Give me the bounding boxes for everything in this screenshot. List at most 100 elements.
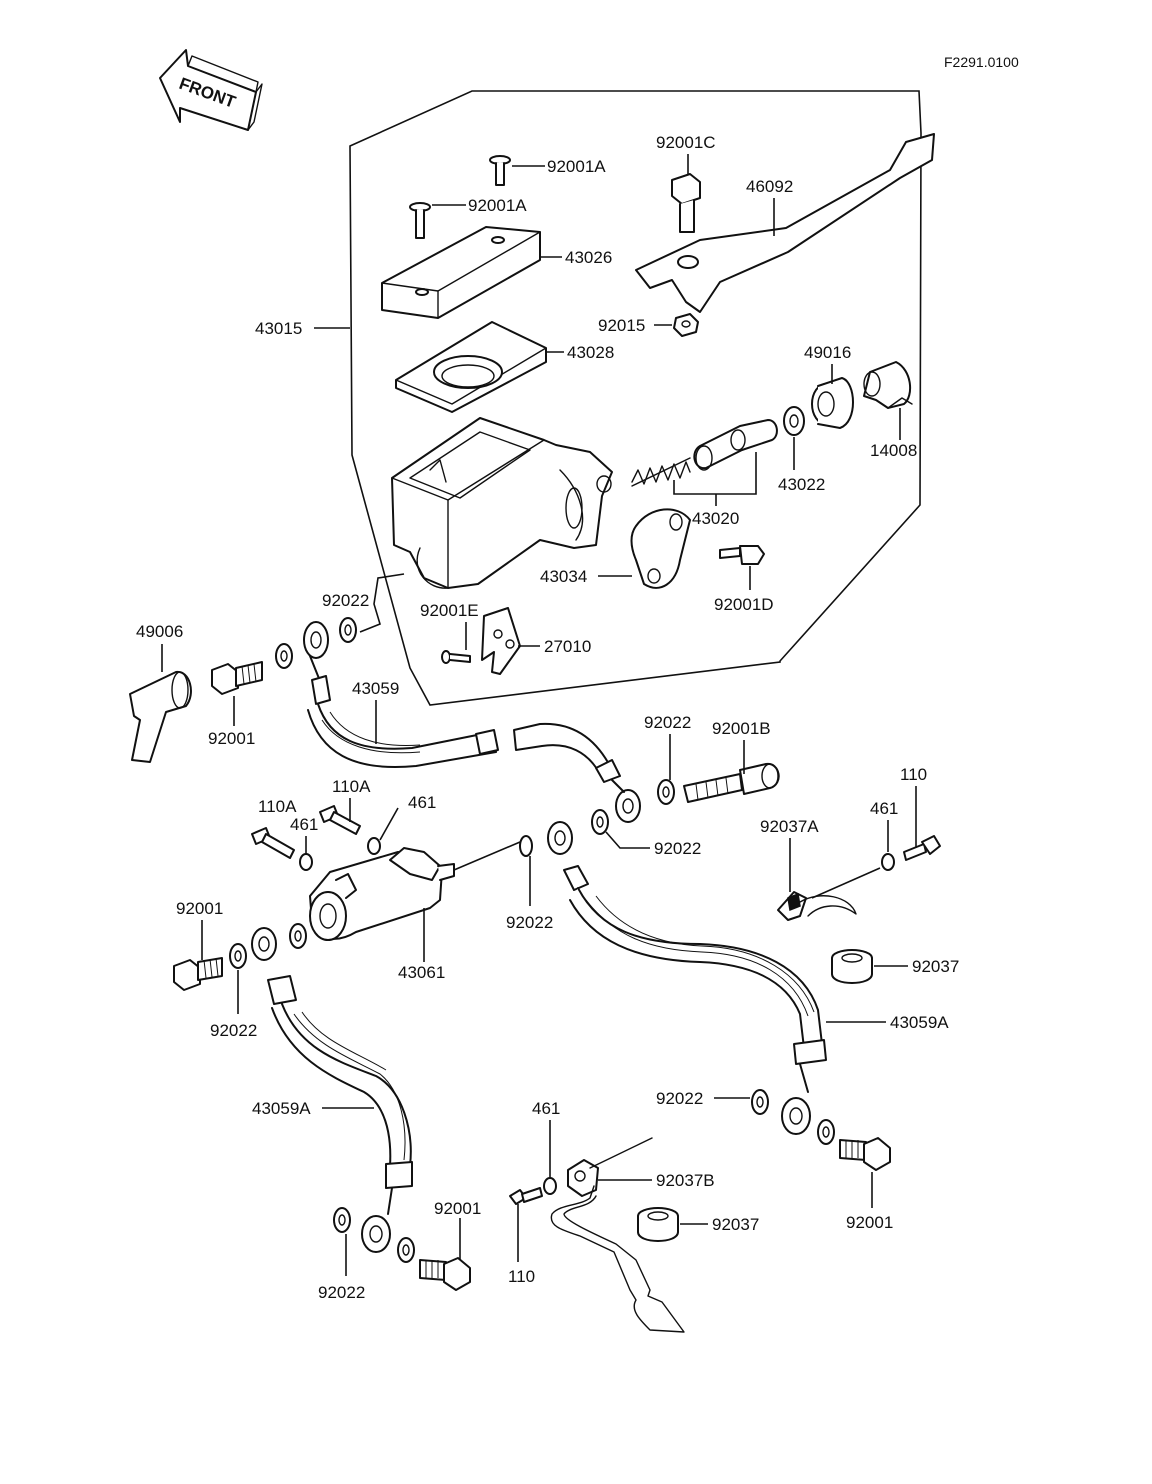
- nut-92015: [673, 313, 699, 337]
- screw-92001A-top: [489, 155, 511, 186]
- label-92022-lower-left: 92022: [210, 1021, 257, 1040]
- label-92001-lower-left: 92001: [176, 899, 223, 918]
- bolt-110-right: [903, 835, 941, 861]
- label-46092: 46092: [746, 177, 793, 196]
- lever-46092: [635, 133, 935, 313]
- label-92022-mid: 92022: [644, 713, 691, 732]
- label-110-bottom: 110: [508, 1267, 535, 1286]
- lever-bolt-92001C: [671, 173, 701, 233]
- grommet-92037-lower: [637, 1207, 679, 1242]
- washer-bottom-2: [397, 1237, 415, 1263]
- clamp-92037A: [777, 891, 857, 921]
- label-43028: 43028: [567, 343, 614, 362]
- assembly-outline-43015: [349, 90, 922, 706]
- label-92022-upper: 92022: [322, 591, 369, 610]
- switch-27010: [481, 607, 521, 675]
- label-92001E: 92001E: [420, 601, 479, 620]
- washer-92022-bottom: [333, 1207, 351, 1233]
- washer-92022-center: [519, 835, 533, 857]
- washer-461-bottom: [543, 1177, 557, 1195]
- piston-43020: [693, 419, 778, 471]
- master-cylinder-body: [391, 417, 613, 589]
- brake-hose-43059: [303, 621, 499, 768]
- label-92037B: 92037B: [656, 1171, 715, 1190]
- bolt-110A-top: [319, 805, 361, 835]
- label-43059: 43059: [352, 679, 399, 698]
- washer-left-mid: [289, 923, 307, 949]
- bleeder-cap-49006: [129, 670, 192, 763]
- washer-461-left: [299, 853, 313, 871]
- label-461-left: 461: [290, 815, 318, 834]
- label-92001-bottom: 92001: [434, 1199, 481, 1218]
- label-92022-bottom: 92022: [318, 1283, 365, 1302]
- washer-461-right: [881, 853, 895, 871]
- label-110A-top: 110A: [332, 777, 371, 796]
- label-92022-right: 92022: [656, 1089, 703, 1108]
- banjo-bolt-92001-lower-left: [173, 957, 223, 991]
- brake-hose-43059A-left: [251, 927, 413, 1253]
- label-43015: 43015: [255, 319, 302, 338]
- banjo-bolt-92001-bottom: [419, 1257, 471, 1291]
- spring-43020: [631, 457, 691, 487]
- label-49006: 49006: [136, 622, 183, 641]
- label-14008: 14008: [870, 441, 917, 460]
- label-92001-bottom-right: 92001: [846, 1213, 893, 1232]
- washer-92022-mid: [657, 779, 675, 805]
- label-43022: 43022: [778, 475, 825, 494]
- label-92001A: 92001A: [468, 196, 527, 215]
- label-27010: 27010: [544, 637, 591, 656]
- label-49016: 49016: [804, 343, 851, 362]
- front-arrow-icon: FRONT: [159, 49, 263, 131]
- label-43020: 43020: [692, 509, 739, 528]
- label-92037-lower: 92037: [712, 1215, 759, 1234]
- figure-code: F2291.0100: [944, 54, 1019, 70]
- label-43061: 43061: [398, 963, 445, 982]
- bolt-110A-left: [251, 827, 295, 859]
- washer-92022-upper: [339, 617, 357, 643]
- washer-92022-lever: [591, 809, 609, 835]
- label-461-top: 461: [408, 793, 436, 812]
- label-92001B: 92001B: [712, 719, 771, 738]
- diaphragm-43028: [395, 321, 547, 413]
- washer-92022-right: [751, 1089, 769, 1115]
- banjo-bolt-92001-bottom-right: [839, 1137, 891, 1171]
- bolt-92001D: [719, 545, 765, 565]
- label-43026: 43026: [565, 248, 612, 267]
- label-43034: 43034: [540, 567, 587, 586]
- grommet-92037-upper: [831, 949, 873, 984]
- bolt-92001B: [683, 762, 780, 803]
- brake-hose-43059A-right: [547, 821, 827, 1135]
- reservoir-cap-43026: [381, 226, 541, 319]
- clamp-43034: [630, 508, 691, 589]
- brake-hose-upper-right: [513, 722, 641, 823]
- label-110-right: 110: [900, 765, 927, 784]
- clamp-92037B: [550, 1137, 685, 1333]
- washer-43022: [783, 406, 805, 436]
- label-110A-left: 110A: [258, 797, 297, 816]
- washer-right-2: [817, 1119, 835, 1145]
- screw-92001A: [409, 202, 431, 239]
- label-92001A-top: 92001A: [547, 157, 606, 176]
- label-461-bottom: 461: [532, 1099, 560, 1118]
- cylinder-43061: [309, 847, 455, 941]
- banjo-bolt-92001-left: [211, 661, 263, 695]
- boot-49016: [811, 377, 854, 429]
- label-92001-left: 92001: [208, 729, 255, 748]
- label-92022-lever: 92022: [654, 839, 701, 858]
- label-92001C: 92001C: [656, 133, 716, 152]
- cover-14008: [863, 361, 913, 409]
- label-92037A: 92037A: [760, 817, 819, 836]
- label-461-right: 461: [870, 799, 898, 818]
- screw-92001E: [441, 650, 471, 664]
- label-92015: 92015: [598, 316, 645, 335]
- washer-left-1: [275, 643, 293, 669]
- bolt-110-bottom: [509, 1187, 543, 1205]
- label-43059A-left: 43059A: [252, 1099, 311, 1118]
- washer-92022-lower-left: [229, 943, 247, 969]
- label-92001D: 92001D: [714, 595, 774, 614]
- label-43059A-right: 43059A: [890, 1013, 949, 1032]
- label-92022-center: 92022: [506, 913, 553, 932]
- label-92037-upper: 92037: [912, 957, 959, 976]
- washer-461-top: [367, 837, 381, 855]
